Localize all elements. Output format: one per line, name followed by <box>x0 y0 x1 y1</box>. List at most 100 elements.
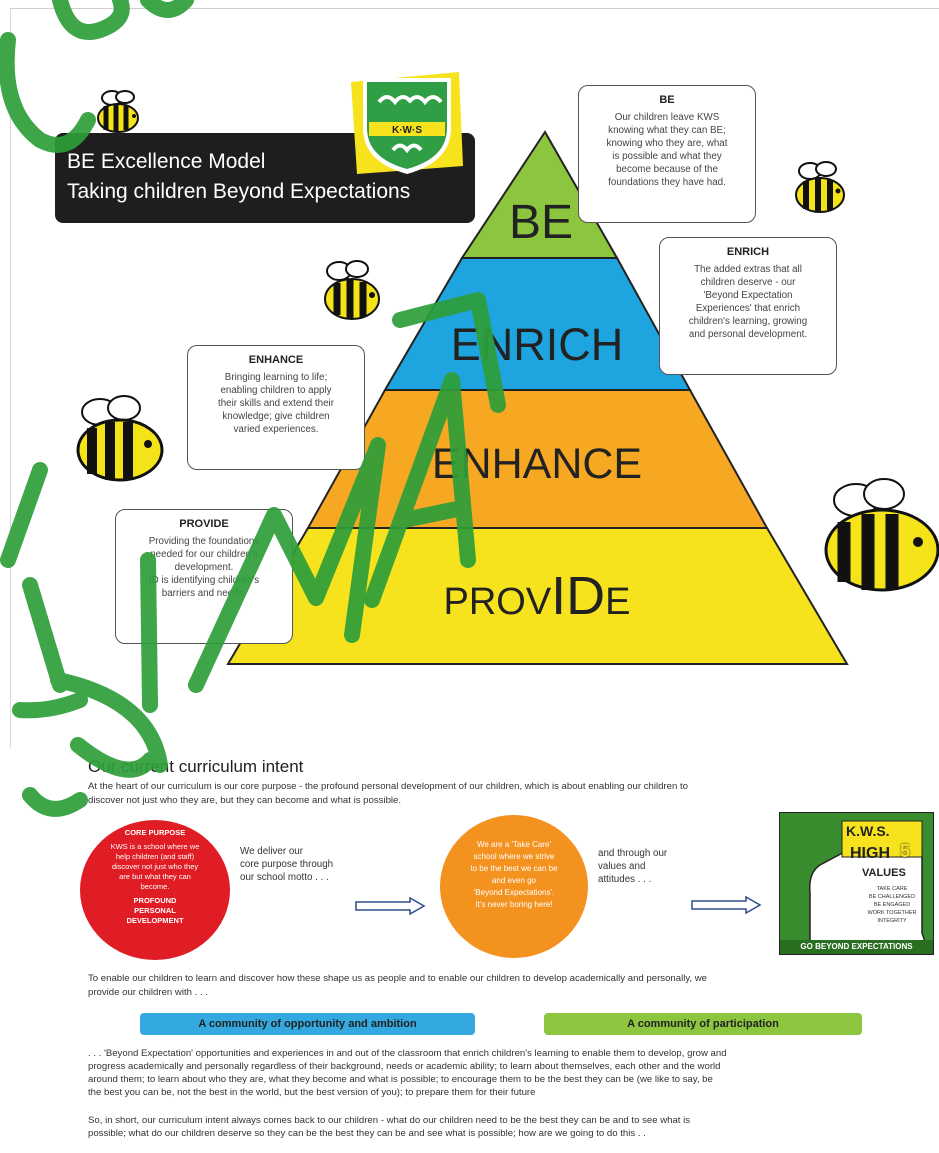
bee-icon <box>97 90 139 133</box>
pyramid-label-enrich: ENRICH <box>451 319 624 370</box>
watermark-stroke <box>0 462 48 568</box>
callout-provide-heading: PROVIDE <box>179 518 229 530</box>
pyramid-label-provide: PROVIDE <box>443 566 630 626</box>
values-brand: K.W.S. <box>846 823 890 839</box>
core-purpose-line: KWS is a school where we <box>110 842 200 851</box>
values-five: 5 <box>900 841 911 861</box>
title-line-2: Taking children Beyond Expectations <box>67 180 411 203</box>
callout-be-line: is possible and what they <box>612 151 722 162</box>
values-line: attitudes . . . <box>598 874 652 885</box>
values-list-item: INTEGRITY <box>877 918 907 924</box>
callout-enhance-heading: ENHANCE <box>248 354 304 366</box>
watermark-stroke <box>22 787 88 817</box>
frame-border-left <box>10 8 11 748</box>
watermark-stroke <box>52 0 130 40</box>
values-title: VALUES <box>862 867 906 879</box>
core-purpose-footer: PROFOUND <box>133 896 177 905</box>
intent-intro-line-2: discover not just who they are, but they… <box>88 795 402 806</box>
provide-part-id: ID <box>551 566 605 626</box>
callout-provide-line: barriers and needs. <box>161 588 247 599</box>
enable-line-2: provide our children with . . . <box>88 987 208 998</box>
bee-icon <box>324 260 380 320</box>
intent-intro-line-1: At the heart of our curriculum is our co… <box>88 781 688 792</box>
watermark-stroke <box>0 32 96 153</box>
bee-icon <box>76 395 164 482</box>
pill-opportunity-ambition: A community of opportunity and ambition <box>140 1013 475 1035</box>
core-purpose-footer: DEVELOPMENT <box>126 916 184 925</box>
core-purpose-footer: PERSONAL <box>134 906 176 915</box>
school-motto-circle: We are a 'Take Care' school where we str… <box>440 815 588 958</box>
values-list-item: BE ENGAGED <box>873 902 911 908</box>
motto-line: to be the best we can be <box>470 864 558 873</box>
frame-border-top <box>10 8 939 9</box>
callout-be-line: knowing what they can BE; <box>608 125 726 136</box>
core-purpose-heading: CORE PURPOSE <box>124 828 186 837</box>
school-logo: K·W·S <box>351 72 463 174</box>
values-list: TAKE CARE BE CHALLENGED BE ENGAGED WORK … <box>862 885 922 925</box>
deliver-line: We deliver our <box>240 846 303 857</box>
core-purpose-line: become. <box>140 882 170 891</box>
callout-enhance: ENHANCE Bringing learning to life; enabl… <box>187 345 365 470</box>
callout-enrich-line: The added extras that all <box>694 264 802 275</box>
values-list-item: BE CHALLENGED <box>868 894 916 900</box>
short-line: So, in short, our curriculum intent alwa… <box>88 1115 691 1126</box>
callout-be-line: knowing who they are, what <box>606 138 728 149</box>
logo-bird-2 <box>407 95 443 106</box>
high-values-image: K.W.S. HIGH 5 VALUES TAKE CARE BE CHALLE… <box>779 812 934 955</box>
logo-text: K·W·S <box>392 125 422 136</box>
arrow-right-icon <box>355 897 426 915</box>
pyramid-label-be: BE <box>509 196 573 249</box>
arrow-right-icon <box>691 896 762 914</box>
values-footer: GO BEYOND EXPECTATIONS <box>780 940 933 954</box>
callout-be: BE Our children leave KWS knowing what t… <box>578 85 756 223</box>
motto-line: It's never boring here! <box>475 900 553 909</box>
beyond-line: progress academically and personally reg… <box>88 1061 721 1072</box>
beyond-line: the best you can be, not the best in the… <box>88 1087 536 1098</box>
callout-enrich-line: children deserve - our <box>700 277 796 288</box>
callout-enrich: ENRICH The added extras that all childre… <box>659 237 837 375</box>
title-line-1: BE Excellence Model <box>67 150 266 173</box>
callout-be-line: become because of the <box>616 164 718 175</box>
core-purpose-line: discover not just who they <box>111 862 199 871</box>
values-list-item: TAKE CARE <box>876 886 908 892</box>
logo-bird-1 <box>377 95 413 106</box>
callout-enrich-line: children's learning, growing <box>688 316 808 327</box>
hand-illustration <box>780 813 933 954</box>
callout-be-line: foundations they have had. <box>608 177 726 188</box>
deliver-text: We deliver our core purpose through our … <box>240 845 333 884</box>
values-line: values and <box>598 861 646 872</box>
motto-line: We are a 'Take Care' <box>476 840 552 849</box>
core-purpose-line: help children (and staff) <box>115 852 195 861</box>
callout-enhance-line: knowledge; give children <box>222 411 330 422</box>
motto-line: school where we strive <box>473 852 555 861</box>
short-line: possible; what do our children deserve s… <box>88 1128 646 1139</box>
bee-icon <box>824 478 939 592</box>
callout-be-line: Our children leave KWS <box>614 112 720 123</box>
core-purpose-circle: CORE PURPOSE KWS is a school where we he… <box>80 820 230 960</box>
motto-line: 'Beyond Expectations'. <box>473 888 555 897</box>
enable-line-1: To enable our children to learn and disc… <box>88 973 708 984</box>
callout-enhance-line: Bringing learning to life; <box>224 372 328 383</box>
callout-provide: PROVIDE Providing the foundations needed… <box>115 509 293 644</box>
callout-provide-line: development. <box>174 562 234 573</box>
pill-participation: A community of participation <box>544 1013 862 1035</box>
callout-enrich-heading: ENRICH <box>726 246 770 258</box>
beyond-line: . . . 'Beyond Expectation' opportunities… <box>88 1048 727 1059</box>
core-purpose-line: are but what they can <box>119 872 191 881</box>
values-text: and through our values and attitudes . .… <box>598 847 667 886</box>
callout-be-heading: BE <box>659 94 675 106</box>
deliver-line: core purpose through <box>240 859 334 870</box>
deliver-line: our school motto . . . <box>240 872 329 883</box>
callout-enrich-line: and personal development. <box>688 329 808 340</box>
logo-bird-3 <box>391 143 423 154</box>
provide-part-1: PROV <box>443 581 551 623</box>
pyramid-label-enhance: ENHANCE <box>432 440 642 488</box>
callout-enhance-line: varied experiences. <box>233 424 319 435</box>
callout-enhance-line: enabling children to apply <box>220 385 332 396</box>
callout-provide-line: needed for our children's <box>150 549 258 560</box>
values-list-item: WORK TOGETHER <box>867 910 917 916</box>
bee-icon <box>795 161 845 213</box>
intent-title: Our current curriculum intent <box>88 757 304 776</box>
callout-enrich-line: 'Beyond Expectation <box>703 290 793 301</box>
values-line: and through our <box>598 848 668 859</box>
